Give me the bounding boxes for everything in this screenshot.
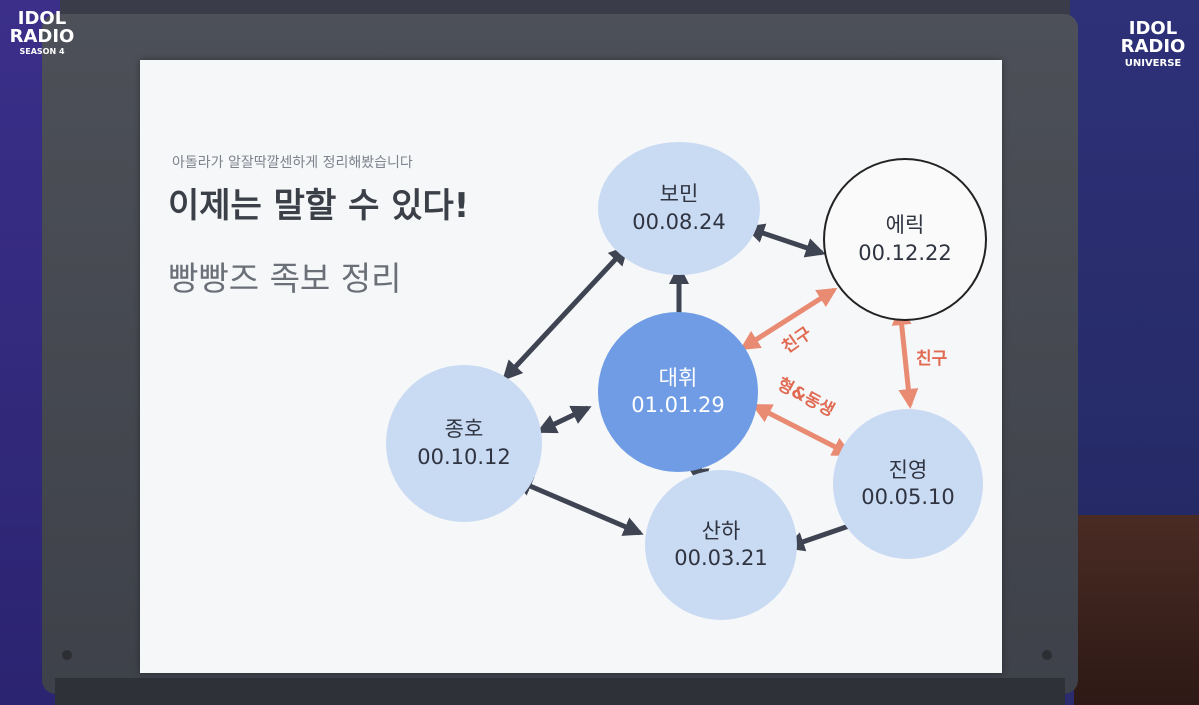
arrow-bomin-jongho [502, 245, 629, 381]
node-sanha: 산하 00.03.21 [645, 470, 797, 620]
paper-subtitle: 아돌라가 알잘딱깔센하게 정리해봤습니다 [172, 155, 413, 171]
relationship-chart-paper: 아돌라가 알잘딱깔센하게 정리해봤습니다 이제는 말할 수 있다! 빵빵즈 족보… [140, 60, 1002, 673]
paper-title-secondary: 빵빵즈 족보 정리 [168, 259, 402, 298]
background-right-curtain [1069, 0, 1199, 520]
board-screw [1042, 650, 1052, 660]
node-jongho: 종호 00.10.12 [386, 365, 542, 522]
paper-title: 이제는 말할 수 있다! [168, 186, 470, 226]
node-jinyoung: 진영 00.05.10 [833, 409, 983, 559]
arrow-daehwi-jinyoung [751, 403, 853, 457]
arrow-jongho-sanha [512, 477, 644, 536]
node-daehwi: 대휘 01.01.29 [598, 312, 758, 472]
arrow-daehwi-eric [739, 287, 838, 351]
relationship-arrows [502, 223, 919, 552]
arrow-daehwi-jongho [536, 405, 592, 434]
arrow-eric-jinyoung [891, 305, 919, 409]
board-screw [62, 650, 72, 660]
relation-label-friend-eric-jinyoung: 친구 [916, 349, 948, 369]
idol-radio-logo: IDOL RADIO SEASON 4 [9, 8, 75, 56]
board-base [55, 678, 1065, 705]
background-right-desk [1074, 515, 1199, 705]
arrow-bomin-eric [744, 223, 826, 258]
node-eric: 에릭 00.12.22 [823, 158, 987, 321]
idol-radio-universe-logo: IDOL RADIO UNIVERSE [1120, 18, 1186, 69]
node-bomin: 보민 00.08.24 [598, 142, 760, 275]
